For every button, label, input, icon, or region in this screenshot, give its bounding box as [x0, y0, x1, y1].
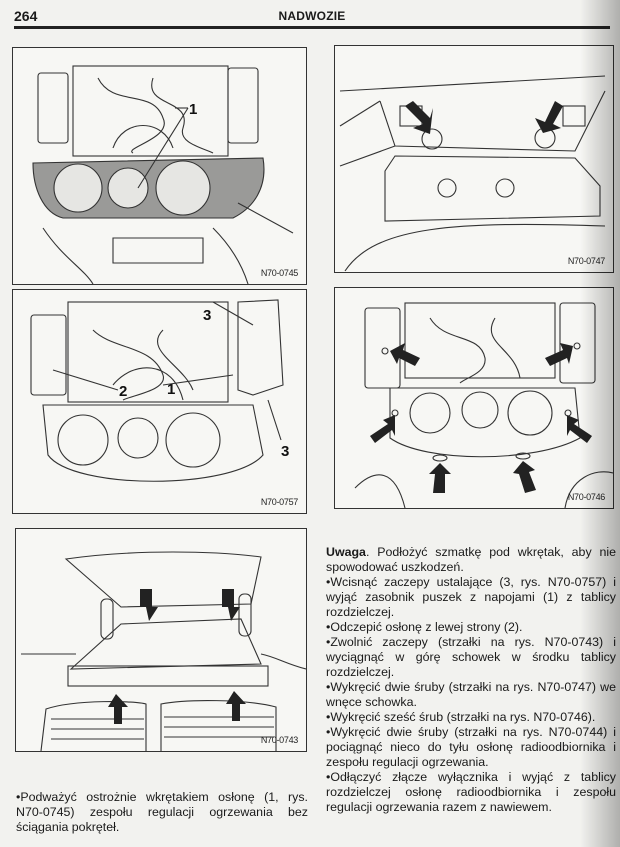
callout-1: 1	[189, 101, 197, 118]
arrow-icon	[390, 343, 420, 366]
instruction-paragraph: Podważyć ostrożnie wkrętakiem osłonę (1,…	[16, 790, 308, 835]
arrow-icon	[140, 589, 158, 621]
arrow-icon	[226, 691, 246, 721]
callout-3-bottom: 3	[281, 443, 289, 460]
callout-3-top: 3	[203, 307, 211, 324]
note-text: . Podłożyć szmatkę pod wkrętak, aby nie …	[326, 545, 616, 574]
instruction-paragraph: Wykręcić dwie śruby (strzałki na rys. N7…	[326, 680, 616, 710]
heater-panel-six-screws-illustration	[354, 302, 613, 508]
arrow-group	[370, 343, 592, 493]
right-text-column: Uwaga. Podłożyć szmatkę pod wkrętak, aby…	[326, 545, 616, 815]
instruction-paragraph: Wcisnąć zaczepy ustalające (3, rys. N70-…	[326, 575, 616, 620]
figure-n70-0757: 3 2 1 3 N70-0757	[12, 289, 307, 514]
arrow-icon	[370, 415, 395, 443]
figure-label: N70-0745	[260, 268, 298, 278]
page-header: 264 NADWOZIE	[14, 6, 610, 29]
dashboard-heater-panel-illustration: 1	[32, 65, 294, 284]
header-rule	[14, 26, 610, 29]
left-text-column: Podważyć ostrożnie wkrętakiem osłonę (1,…	[16, 790, 308, 835]
callout-1: 1	[167, 381, 175, 398]
instruction-paragraph: Wykręcić sześć śrub (strzałki na rys. N7…	[326, 710, 616, 725]
instruction-paragraph: Odłączyć złącze wyłącznika i wyjąć z tab…	[326, 770, 616, 815]
figure-n70-0746: N70-0746	[334, 287, 614, 509]
arrow-icon	[405, 101, 433, 134]
figure-label: N70-0743	[260, 735, 298, 745]
arrow-group	[405, 101, 563, 134]
figure-n70-0743: N70-0743	[15, 528, 307, 752]
center-storage-bin-illustration	[21, 551, 306, 751]
figure-label: N70-0746	[567, 492, 605, 502]
arrow-icon	[429, 463, 451, 493]
instruction-paragraph: Wykręcić dwie śruby (strzałki na rys. N7…	[326, 725, 616, 770]
instruction-paragraph: Odczepić osłonę z lewej strony (2).	[326, 620, 616, 635]
note-paragraph: Uwaga. Podłożyć szmatkę pod wkrętak, aby…	[326, 545, 616, 575]
arrow-icon	[545, 343, 573, 366]
arrow-group	[108, 589, 246, 724]
figure-label: N70-0757	[260, 497, 298, 507]
instruction-paragraph: Zwolnić zaczepy (strzałki na rys. N70-07…	[326, 635, 616, 680]
arrow-icon	[222, 589, 240, 621]
arrow-icon	[567, 415, 592, 443]
arrow-icon	[513, 461, 536, 493]
arrow-icon	[535, 101, 563, 133]
section-title: NADWOZIE	[278, 9, 346, 23]
callout-2: 2	[119, 383, 127, 400]
page-number: 264	[14, 8, 38, 24]
figure-label: N70-0747	[567, 256, 605, 266]
glovebox-recess-screws-illustration	[339, 75, 606, 272]
arrow-icon	[108, 694, 128, 724]
figure-n70-0745: 1 N70-0745	[12, 47, 307, 285]
note-label: Uwaga	[326, 545, 366, 559]
cupholder-removal-illustration: 3 2 1 3	[30, 299, 289, 482]
figure-n70-0747: N70-0747	[334, 45, 614, 273]
